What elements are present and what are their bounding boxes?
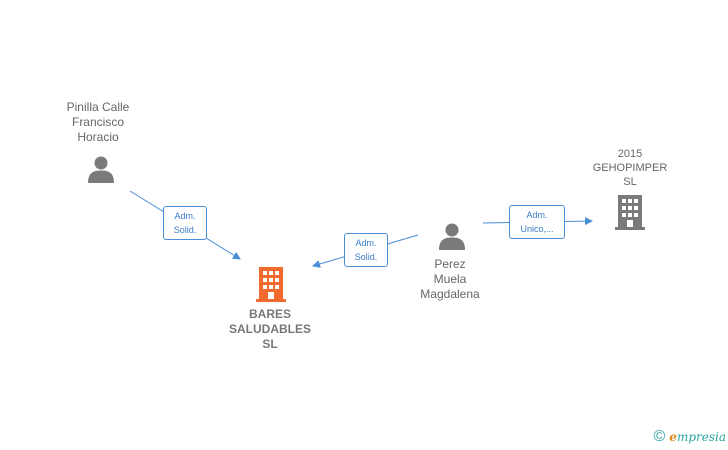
footer-brand: © empresia [654,428,727,446]
edge-label-pinilla-bares[interactable]: Adm. Solid. [163,206,207,240]
copyright-symbol: © [653,428,666,445]
node-perez-label[interactable]: Perez Muela Magdalena [420,257,480,301]
brand-logo: empresia [669,430,726,444]
edge-label-perez-bares[interactable]: Adm. Solid. [344,233,388,267]
building-icon[interactable] [615,195,645,231]
node-gehopimper-label[interactable]: 2015 GEHOPIMPER SL [592,148,668,188]
person-icon[interactable] [86,154,116,184]
edge-label-perez-gehopimper[interactable]: Adm. Unico,... [509,205,565,239]
building-icon[interactable] [256,267,286,303]
person-icon[interactable] [437,221,467,251]
node-pinilla-label[interactable]: Pinilla Calle Francisco Horacio [66,100,130,144]
node-bares-label[interactable]: BARES SALUDABLES SL [228,307,311,351]
